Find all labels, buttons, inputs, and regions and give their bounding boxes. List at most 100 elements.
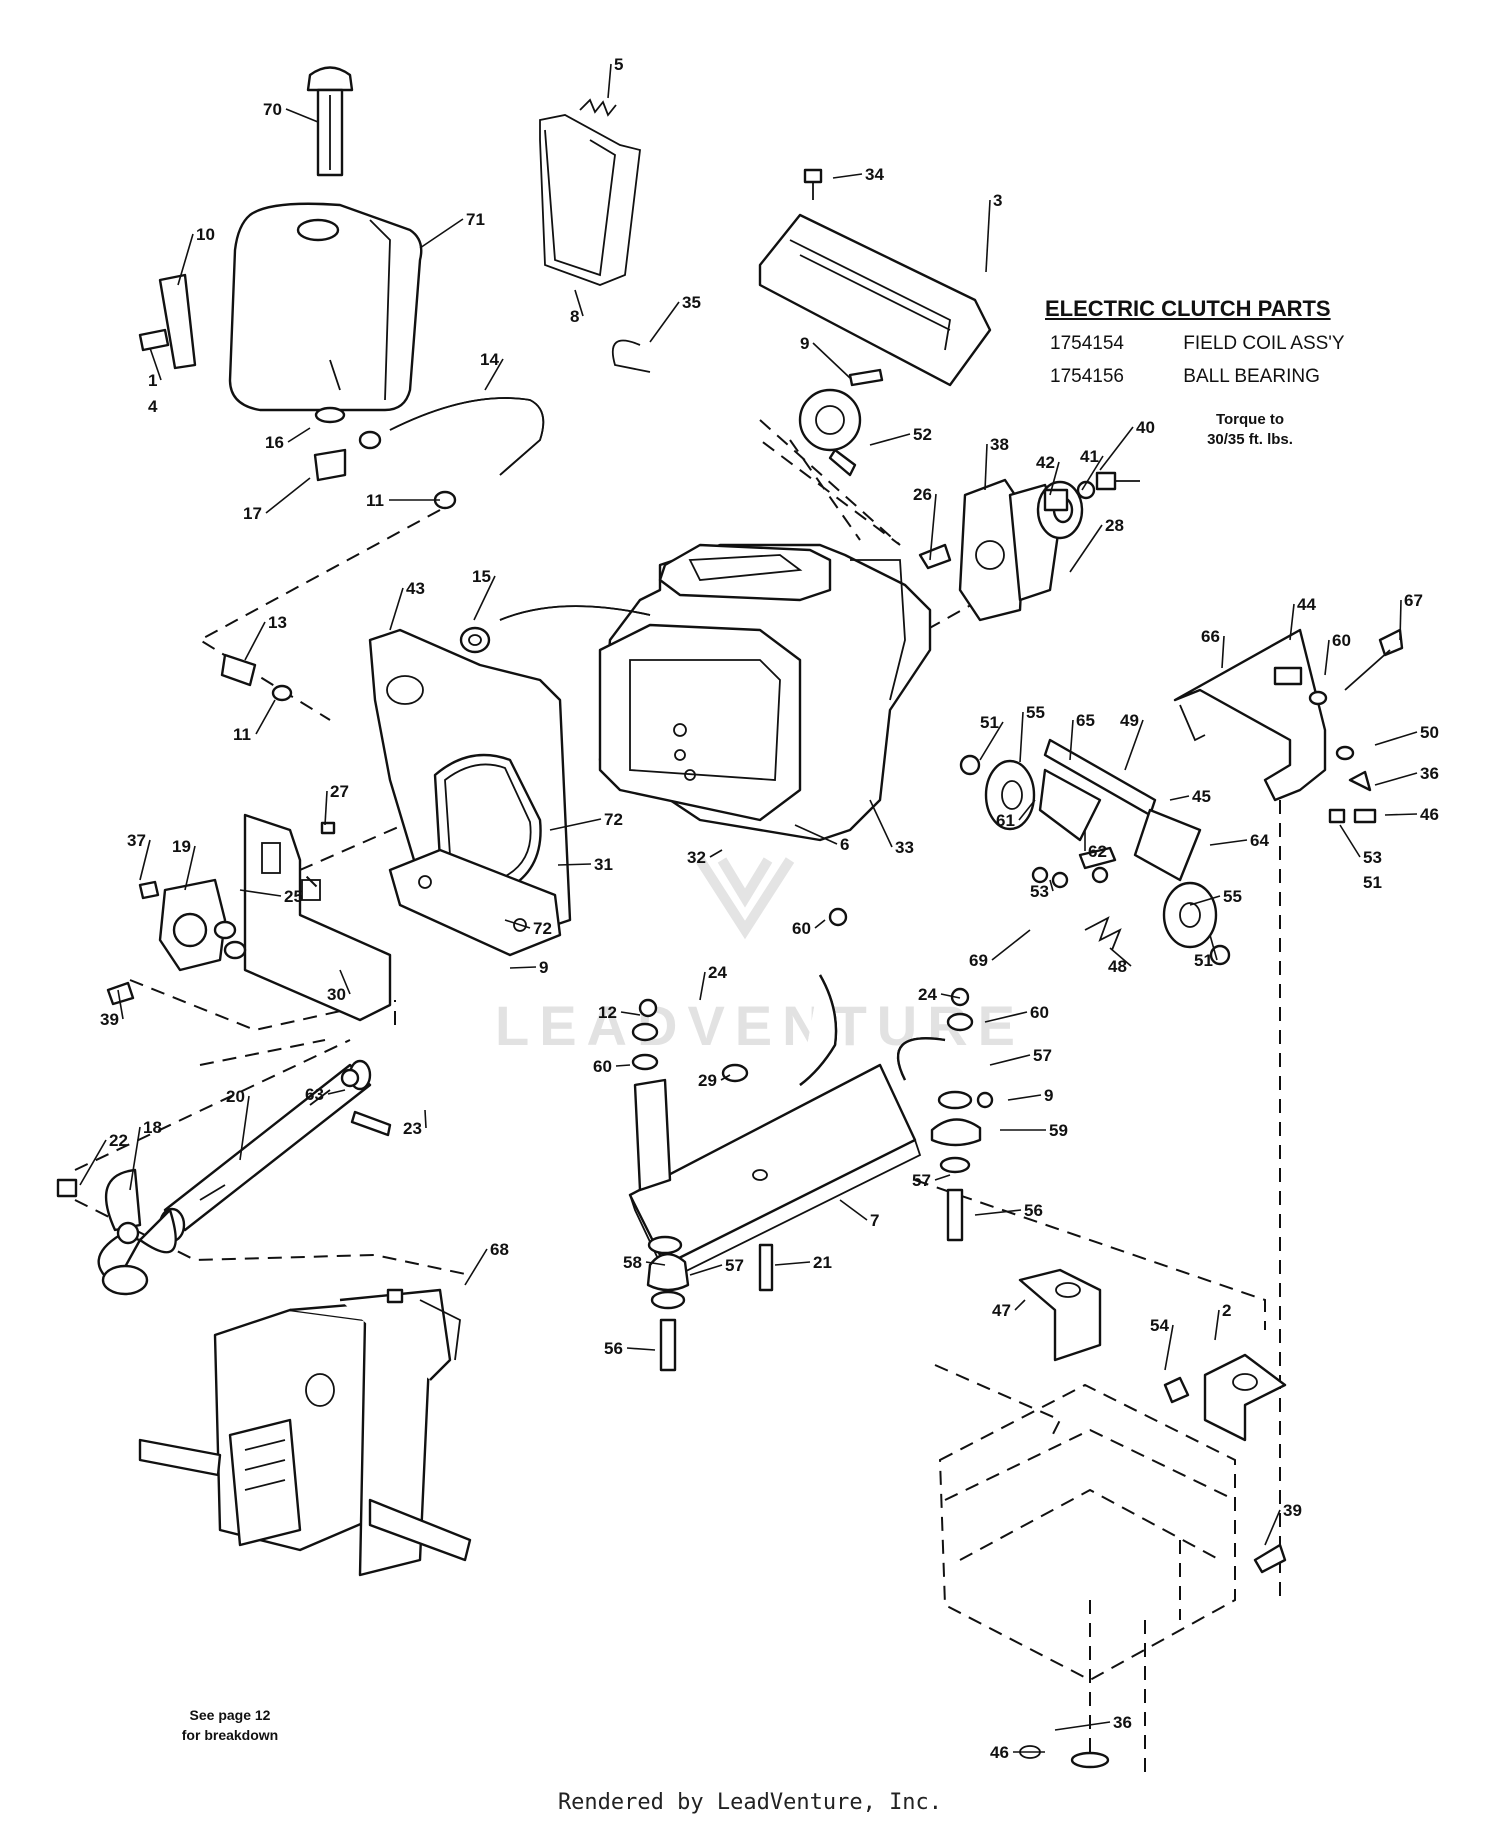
tank-strap <box>539 114 641 286</box>
fuel-tank <box>228 202 423 412</box>
spring <box>579 98 617 117</box>
leader-line <box>1374 731 1418 746</box>
callout-8: 8 <box>570 307 579 326</box>
callout-37: 37 <box>127 831 146 850</box>
callout-68: 68 <box>490 1240 509 1259</box>
part-description: BALL BEARING <box>1183 366 1320 387</box>
callout-10: 10 <box>196 225 215 244</box>
callout-36: 36 <box>1420 764 1439 783</box>
callout-34: 34 <box>865 165 884 184</box>
leader-line <box>1164 1324 1174 1371</box>
clutch-parts-row: 1754156 BALL BEARING <box>1050 366 1320 388</box>
callout-29: 29 <box>698 1071 717 1090</box>
callout-65: 65 <box>1076 711 1095 730</box>
leader-line <box>1069 524 1103 573</box>
leader-line <box>549 818 602 831</box>
isolator-mount <box>646 1090 982 1372</box>
callout-66: 66 <box>1201 627 1220 646</box>
leader-line <box>649 301 680 343</box>
callout-48: 48 <box>1108 957 1127 976</box>
callout-15: 15 <box>472 567 491 586</box>
callout-57: 57 <box>1033 1046 1052 1065</box>
callout-20: 20 <box>226 1087 245 1106</box>
callout-67: 67 <box>1404 591 1423 610</box>
callout-3: 3 <box>993 191 1002 210</box>
leader-line <box>327 1089 346 1095</box>
leader-line <box>324 790 328 826</box>
callout-57: 57 <box>912 1171 931 1190</box>
leader-line <box>615 1064 631 1067</box>
callout-53: 53 <box>1030 882 1049 901</box>
leader-line <box>1081 455 1104 491</box>
leader-line <box>974 1209 1022 1216</box>
callout-51: 51 <box>980 713 999 732</box>
leader-line <box>1109 947 1132 967</box>
callout-72: 72 <box>533 919 552 938</box>
callout-26: 26 <box>913 485 932 504</box>
part-number: 1754154 <box>1050 333 1124 354</box>
watermark-text: LEADVENTURE <box>495 994 1025 1057</box>
leader-line <box>184 845 196 891</box>
leader-line <box>720 1074 731 1081</box>
leader-line <box>244 621 266 661</box>
leader-line <box>1264 1509 1281 1546</box>
leader-line <box>424 1109 427 1129</box>
page-note-line: for breakdown <box>181 1727 279 1743</box>
leader-line <box>984 1011 1028 1023</box>
tank-bracket <box>138 273 197 370</box>
leader-line <box>484 358 504 391</box>
leader-line <box>255 699 276 735</box>
callout-49: 49 <box>1120 711 1139 730</box>
leader-line <box>504 919 531 929</box>
engine <box>499 543 932 842</box>
leader-line <box>1214 1309 1220 1341</box>
leader-line <box>985 199 991 273</box>
leader-line <box>626 1347 656 1351</box>
callout-28: 28 <box>1105 516 1124 535</box>
callout-19: 19 <box>172 837 191 856</box>
callout-60: 60 <box>1332 631 1351 650</box>
callout-17: 17 <box>243 504 262 523</box>
callout-2: 2 <box>1222 1301 1231 1320</box>
leader-line <box>129 1126 141 1191</box>
page-note-line: See page 12 <box>189 1707 271 1723</box>
callout-57: 57 <box>725 1256 744 1275</box>
leader-line <box>139 839 151 881</box>
leader-line <box>839 1199 868 1221</box>
leader-line <box>1014 1299 1026 1311</box>
leader-line <box>699 971 706 1001</box>
callout-54: 54 <box>1150 1316 1169 1335</box>
callout-36: 36 <box>1113 1713 1132 1732</box>
clutch-parts-row: 1754154 FIELD COIL ASS'Y <box>1050 333 1345 355</box>
callout-39: 39 <box>1283 1501 1302 1520</box>
leader-line <box>984 443 988 491</box>
callout-16: 16 <box>265 433 284 452</box>
engine-mount-plate <box>628 974 946 1282</box>
callout-64: 64 <box>1250 831 1269 850</box>
callout-72: 72 <box>604 810 623 829</box>
leader-line <box>774 1261 811 1266</box>
drive-shaft <box>158 1059 392 1243</box>
callout-46: 46 <box>990 1743 1009 1762</box>
callout-60: 60 <box>1030 1003 1049 1022</box>
torque-note-line: Torque to <box>1215 411 1285 428</box>
leader-line <box>929 493 937 561</box>
callout-52: 52 <box>913 425 932 444</box>
callout-56: 56 <box>1024 1201 1043 1220</box>
electric-clutch-assembly <box>918 471 1140 622</box>
callout-13: 13 <box>268 613 287 632</box>
leader-line <box>794 824 838 845</box>
callout-59: 59 <box>1049 1121 1068 1140</box>
callout-9: 9 <box>1044 1086 1053 1105</box>
leader-line <box>1049 461 1060 496</box>
leader-line <box>1189 895 1221 906</box>
leader-line <box>689 1264 723 1276</box>
leader-line <box>869 433 911 446</box>
leader-line <box>285 108 319 123</box>
blower-housing <box>368 628 572 932</box>
leader-line <box>1209 934 1218 961</box>
callout-47: 47 <box>992 1301 1011 1320</box>
callout-50: 50 <box>1420 723 1439 742</box>
